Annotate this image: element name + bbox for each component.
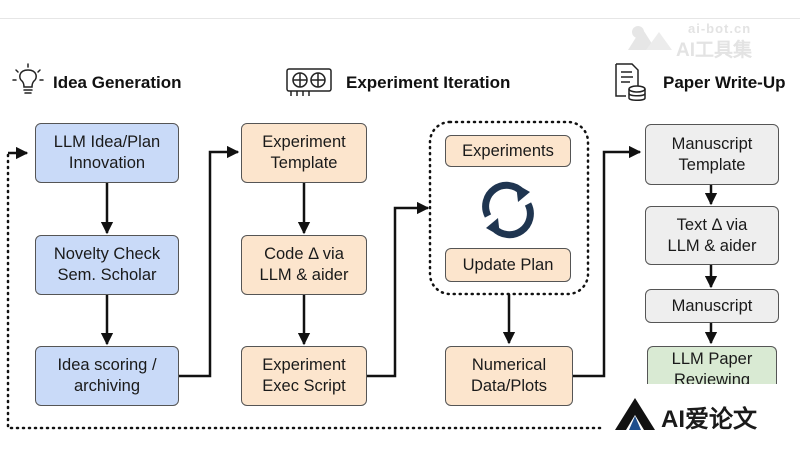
box-experiment-exec-script[interactable]: Experiment Exec Script (241, 346, 367, 406)
box-manuscript-template[interactable]: Manuscript Template (645, 124, 779, 185)
box-idea-scoring[interactable]: Idea scoring / archiving (35, 346, 179, 406)
watermark-name: AI工具集 (676, 40, 753, 61)
iteration-loop-frame (428, 120, 590, 296)
section-title-experiment-iteration: Experiment Iteration (346, 73, 511, 92)
top-divider (0, 18, 800, 19)
lightbulb-icon (12, 63, 44, 102)
brand-badge: AI爱论文 (613, 396, 757, 437)
box-text-delta[interactable]: Text Δ via LLM & aider (645, 206, 779, 265)
box-numerical-data-plots[interactable]: Numerical Data/Plots (445, 346, 573, 406)
watermark-url: ai-bot.cn (688, 21, 752, 36)
watermark-logo-icon (626, 22, 672, 57)
box-update-plan[interactable]: Update Plan (445, 248, 571, 282)
box-experiments[interactable]: Experiments (445, 135, 571, 167)
box-llm-idea-plan[interactable]: LLM Idea/Plan Innovation (35, 123, 179, 183)
section-title-paper-write-up: Paper Write-Up (663, 73, 786, 92)
box-llm-paper-reviewing[interactable]: LLM Paper Reviewing (647, 346, 777, 384)
box-novelty-check[interactable]: Novelty Check Sem. Scholar (35, 235, 179, 295)
box-code-delta[interactable]: Code Δ via LLM & aider (241, 235, 367, 295)
refresh-cycle-icon (476, 178, 540, 247)
brand-label: AI爱论文 (661, 406, 757, 433)
box-experiment-template[interactable]: Experiment Template (241, 123, 367, 183)
gpu-card-icon (285, 66, 333, 103)
section-title-idea-generation: Idea Generation (53, 73, 182, 92)
document-database-icon (612, 62, 648, 107)
brand-logo-icon (613, 396, 657, 437)
box-manuscript[interactable]: Manuscript (645, 289, 779, 323)
